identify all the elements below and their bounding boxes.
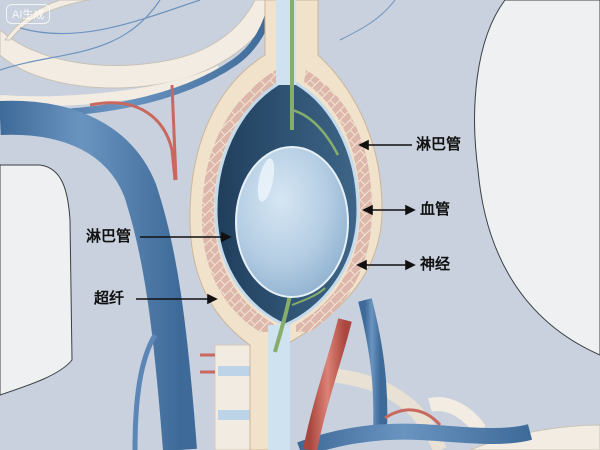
node-highlight xyxy=(257,158,275,202)
trachea-ring xyxy=(218,366,264,376)
small-artery xyxy=(170,84,178,181)
label-lymphatic-vessel-left: 淋巴管 xyxy=(86,227,132,245)
small-artery xyxy=(200,353,215,374)
small-artery xyxy=(384,408,442,427)
right-vein xyxy=(358,298,388,431)
left-tissue-region xyxy=(0,164,73,396)
nerve-branch xyxy=(291,108,340,156)
left-vein xyxy=(0,100,197,450)
nerve xyxy=(273,294,292,353)
thin-vessel xyxy=(339,0,396,41)
thin-vessel xyxy=(0,0,161,71)
annotation-arrows xyxy=(136,139,416,305)
label-blood-vessel: 血管 xyxy=(420,200,451,218)
ai-generated-watermark: AI生成 xyxy=(6,4,51,24)
label-nerve: 神经 xyxy=(420,255,451,273)
afferent-tube xyxy=(268,325,290,450)
small-artery xyxy=(89,101,177,181)
trachea-ring xyxy=(218,410,264,420)
artery xyxy=(303,318,352,450)
thin-vessel xyxy=(19,0,201,35)
capsule-layer-left xyxy=(201,70,278,332)
capsule-layer-right xyxy=(296,70,372,332)
label-fiber: 超纤 xyxy=(94,289,125,307)
left-branch-vein xyxy=(132,333,158,450)
lymph-node xyxy=(235,146,349,298)
label-lymphatic-vessel-right: 淋巴管 xyxy=(416,135,462,153)
rib xyxy=(428,397,486,435)
nerve-branch xyxy=(291,287,326,306)
bottom-vein xyxy=(297,423,533,450)
upper-bone xyxy=(0,0,281,89)
right-tissue-region xyxy=(474,0,600,356)
